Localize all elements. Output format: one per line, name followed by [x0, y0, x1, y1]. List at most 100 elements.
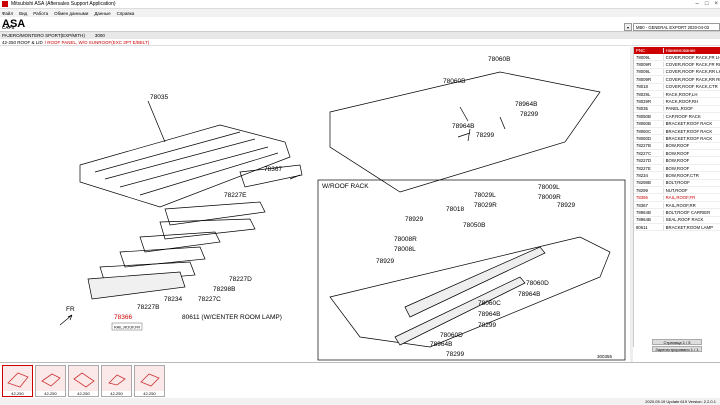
- cell-pnc: 78298B: [634, 180, 664, 186]
- chevron-down-icon[interactable]: ▾: [624, 23, 632, 31]
- maximize-button[interactable]: □: [704, 1, 709, 7]
- cell-name: PANEL,ROOF: [665, 106, 694, 112]
- label-78227c[interactable]: 78227C: [198, 296, 221, 303]
- label-78060d-a[interactable]: 78060D: [526, 280, 549, 287]
- cell-name: BRACKET,ROOF RACK: [665, 135, 713, 141]
- diagram-scrollbar[interactable]: [630, 47, 633, 362]
- label-78929-c[interactable]: 78929: [376, 258, 394, 265]
- label-78227e[interactable]: 78227E: [224, 192, 247, 199]
- cell-name: RAIL,ROOF,RR: [665, 202, 696, 208]
- minimize-button[interactable]: –: [695, 1, 699, 7]
- cell-name: RACK,ROOF,LH: [665, 91, 698, 97]
- app-header: ASA ▾ MB0 - GENERAL EXPORT 2020-04-03: [0, 17, 720, 32]
- label-78367[interactable]: 78367: [264, 166, 282, 173]
- label-78060b-top[interactable]: 78060B: [488, 56, 510, 63]
- cell-name: NUT,ROOF: [665, 187, 688, 193]
- page-indicator[interactable]: Страница 1 / 5: [652, 339, 702, 345]
- label-78964b-a[interactable]: 78964B: [515, 101, 537, 108]
- label-78234[interactable]: 78234: [164, 296, 182, 303]
- caps-label: CAPS: [2, 25, 15, 30]
- label-fr: FR: [66, 306, 75, 313]
- cell-name: BOW,ROOF: [665, 158, 690, 164]
- label-78299-a[interactable]: 78299: [520, 111, 538, 118]
- cell-pnc: 78035: [634, 106, 664, 112]
- thumbnail[interactable]: 42-250: [68, 365, 99, 397]
- label-78009r[interactable]: 78009R: [538, 194, 561, 201]
- label-78018[interactable]: 78018: [446, 206, 464, 213]
- label-78366[interactable]: 78366: [114, 314, 132, 321]
- label-78035[interactable]: 78035: [150, 94, 168, 101]
- label-78929-b[interactable]: 78929: [557, 202, 575, 209]
- thumbnail[interactable]: 42-250: [2, 365, 33, 397]
- label-78029l[interactable]: 78029L: [474, 192, 496, 199]
- label-78008l[interactable]: 78008L: [394, 246, 416, 253]
- label-78964b-d[interactable]: 78964B: [478, 311, 500, 318]
- label-78227b[interactable]: 78227B: [137, 304, 159, 311]
- thumbnail[interactable]: 42-250: [101, 365, 132, 397]
- header-name[interactable]: Наименование: [665, 48, 696, 53]
- label-78060b-a[interactable]: 78060B: [443, 78, 465, 85]
- label-78050b[interactable]: 78050B: [463, 222, 485, 229]
- label-78029r[interactable]: 78029R: [474, 202, 497, 209]
- cell-name: COVER,ROOF RACK,FR RH: [665, 62, 720, 68]
- group-name: 42-250 ROOF & LID: [2, 39, 43, 45]
- label-80611[interactable]: 80611 (W/CENTER ROOM LAMP): [182, 314, 282, 321]
- label-78299-c[interactable]: 78299: [478, 322, 496, 329]
- header-pnc[interactable]: PNC: [634, 48, 664, 53]
- label-78060d-b[interactable]: 78060D: [440, 332, 463, 339]
- label-78964b-e[interactable]: 78964B: [430, 341, 452, 348]
- label-78227d[interactable]: 78227D: [229, 276, 252, 283]
- thumbnail[interactable]: 42-250: [35, 365, 66, 397]
- cell-pnc: 78009R: [634, 76, 664, 82]
- cell-pnc: 78060C: [634, 128, 664, 134]
- parts-diagram: 78035 78060B 78060B 78964B 78964B 78299 …: [0, 47, 630, 362]
- label-78929-a[interactable]: 78929: [405, 216, 423, 223]
- label-78299-d[interactable]: 78299: [446, 351, 464, 358]
- cell-name: BOW,ROOF: [665, 143, 690, 149]
- diagram-code: 300355: [597, 354, 613, 359]
- menu-help[interactable]: Справка: [116, 10, 135, 16]
- label-78060c[interactable]: 78060C: [478, 300, 501, 307]
- cell-pnc: 78227C: [634, 150, 664, 156]
- cell-pnc: 78009L: [634, 69, 664, 75]
- menu-work[interactable]: Работа: [33, 10, 49, 16]
- close-button[interactable]: ×: [714, 1, 718, 7]
- label-78008r[interactable]: 78008R: [394, 236, 417, 243]
- menu-file[interactable]: Файл: [2, 10, 14, 16]
- label-78009l[interactable]: 78009L: [538, 184, 560, 191]
- label-78964b-b[interactable]: 78964B: [452, 123, 474, 130]
- label-78298b[interactable]: 78298B: [213, 286, 235, 293]
- menu-exchange[interactable]: Обмен данными: [54, 10, 89, 16]
- thumbnail[interactable]: 42-250: [134, 365, 165, 397]
- label-78299-b[interactable]: 78299: [476, 132, 494, 139]
- app-icon: [2, 1, 8, 7]
- menu-view[interactable]: Вид: [19, 10, 28, 16]
- cell-name: RACK,ROOF,RH: [665, 99, 699, 105]
- label-78964b-c[interactable]: 78964B: [518, 291, 540, 298]
- menu-data[interactable]: Данные: [94, 10, 111, 16]
